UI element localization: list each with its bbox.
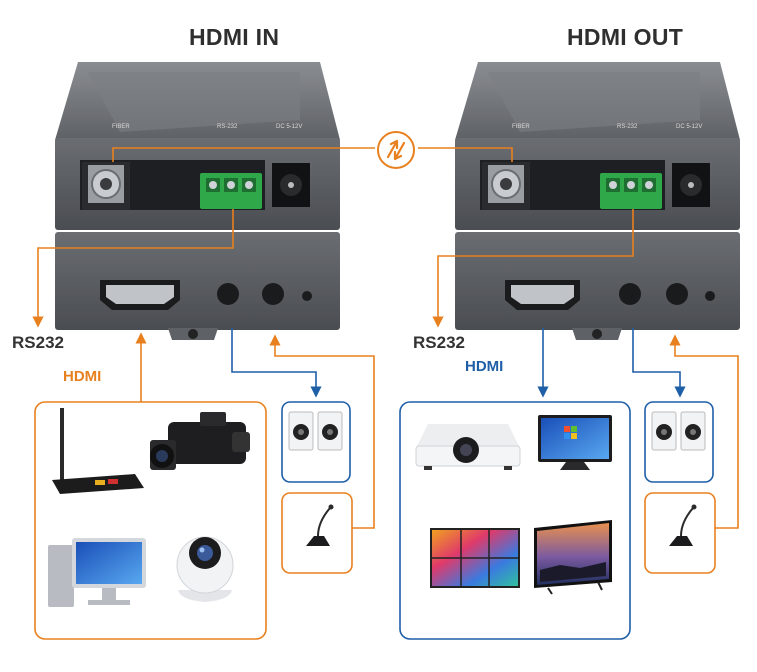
television-icon — [534, 520, 612, 595]
audio-out-line-left — [231, 328, 322, 398]
led-left — [302, 291, 312, 301]
dc-jack-right — [672, 163, 710, 207]
projector-icon — [415, 424, 521, 470]
fiber-link-icon — [377, 131, 415, 169]
mic-in-line-right — [669, 334, 739, 529]
wifi-router-icon — [52, 408, 144, 494]
rs232-line-right — [432, 209, 634, 328]
fiber-panel-label-right: FIBER — [512, 124, 530, 130]
audio-jack-right-1 — [619, 283, 641, 305]
rs232-terminal-right — [600, 173, 662, 209]
audio-out-line-right — [632, 328, 686, 398]
fiber-port-right — [488, 165, 524, 203]
audio-jack-right-2 — [666, 283, 688, 305]
label-hdmi-right: HDMI — [465, 358, 504, 375]
label-rs232-left: RS232 — [12, 333, 64, 352]
speaker-icon — [651, 411, 706, 451]
audio-jack-left-1 — [217, 283, 239, 305]
fiber-link-line — [112, 147, 513, 162]
dc-jack-left — [272, 163, 310, 207]
monitor-icon — [538, 415, 612, 470]
speaker-box-left — [281, 401, 351, 483]
camcorder-icon — [150, 412, 250, 470]
fiber-panel-label-left: FIBER — [112, 124, 130, 130]
display-devices-box — [399, 401, 631, 640]
rs232-line-left — [32, 209, 234, 328]
dc-panel-label-left: DC 5-12V — [276, 124, 303, 130]
speaker-box-right — [644, 401, 714, 483]
led-right — [705, 291, 715, 301]
mic-in-line-left — [269, 334, 375, 529]
speaker-icon — [288, 411, 343, 451]
microphone-icon — [669, 504, 697, 546]
source-devices-box — [34, 401, 267, 640]
label-rs232-right: RS232 — [413, 333, 465, 352]
label-hdmi-left: HDMI — [63, 368, 102, 385]
receiver-device — [455, 62, 740, 340]
security-camera-icon — [176, 536, 234, 602]
fiber-port-left — [88, 165, 124, 203]
audio-jack-left-2 — [262, 283, 284, 305]
hdmi-port-right — [505, 280, 580, 310]
title-hdmi-out: HDMI OUT — [567, 24, 684, 50]
transmitter-device — [55, 62, 340, 340]
title-hdmi-in: HDMI IN — [189, 24, 280, 50]
rs232-terminal-left — [200, 173, 262, 209]
hdmi-port-left — [100, 280, 180, 310]
microphone-icon — [306, 504, 334, 546]
desktop-computer-icon — [48, 538, 146, 607]
rs232-panel-label-left: RS-232 — [217, 124, 238, 130]
dc-panel-label-right: DC 5-12V — [676, 124, 703, 130]
video-wall-icon — [430, 528, 520, 588]
mic-box-right — [644, 492, 716, 574]
mic-box-left — [281, 492, 353, 574]
rs232-panel-label-right: RS-232 — [617, 124, 638, 130]
